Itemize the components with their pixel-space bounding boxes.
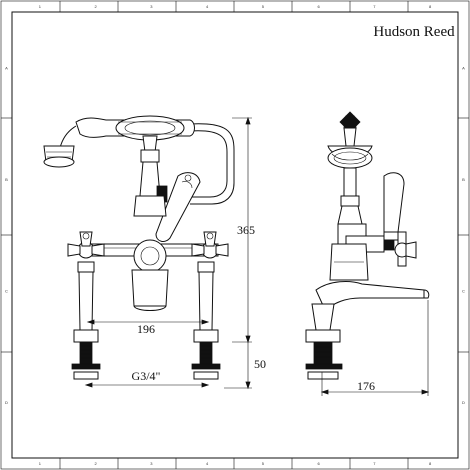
side-cross-handle [394,231,417,267]
width-centres-label: 196 [137,322,155,336]
top-zone-number: 7 [373,4,376,9]
bottom-zone-number: 3 [150,461,153,466]
height-total-label: 365 [237,223,255,237]
left-zone-letter: A [5,65,8,70]
height-base-label: 50 [254,357,266,371]
top-zone-number: 3 [150,4,153,9]
bottom-zone-number: 7 [373,461,376,466]
left-cross-handle [67,231,105,259]
right-zone-letter: B [462,177,465,182]
thread-size-label: G3/4" [132,369,161,383]
diverter-lever-side [383,172,405,239]
right-leg [191,261,221,380]
right-zone-letter: C [462,288,465,293]
top-zone-number: 1 [39,4,42,9]
bottom-zone-number: 8 [429,461,432,466]
spout-front [131,269,169,307]
spout-reach-label: 176 [357,379,375,393]
top-zone-number: 8 [429,4,432,9]
bottom-zone-number: 5 [262,461,265,466]
front-view [43,115,235,380]
right-zone-letter: D [462,400,465,405]
left-zone-letter: D [5,400,8,405]
top-zone-number: 6 [318,4,321,9]
left-leg [71,261,101,380]
side-view [305,111,430,380]
right-cross-handle [191,231,229,259]
bottom-zone-number: 2 [95,461,98,466]
bottom-zone-number: 6 [318,461,321,466]
top-zone-number: 5 [262,4,265,9]
top-zone-number: 2 [95,4,98,9]
side-dimension-lines [320,300,430,396]
right-zone-letter: A [462,65,465,70]
diverter-lever-front [155,172,201,242]
left-zone-letter: C [5,288,8,293]
bottom-zone-number: 1 [39,461,42,466]
top-zone-number: 4 [206,4,209,9]
brand-logo-text: Hudson Reed [373,24,455,40]
front-dimension-lines [84,116,252,390]
bottom-zone-number: 4 [206,461,209,466]
left-zone-letter: B [5,177,8,182]
